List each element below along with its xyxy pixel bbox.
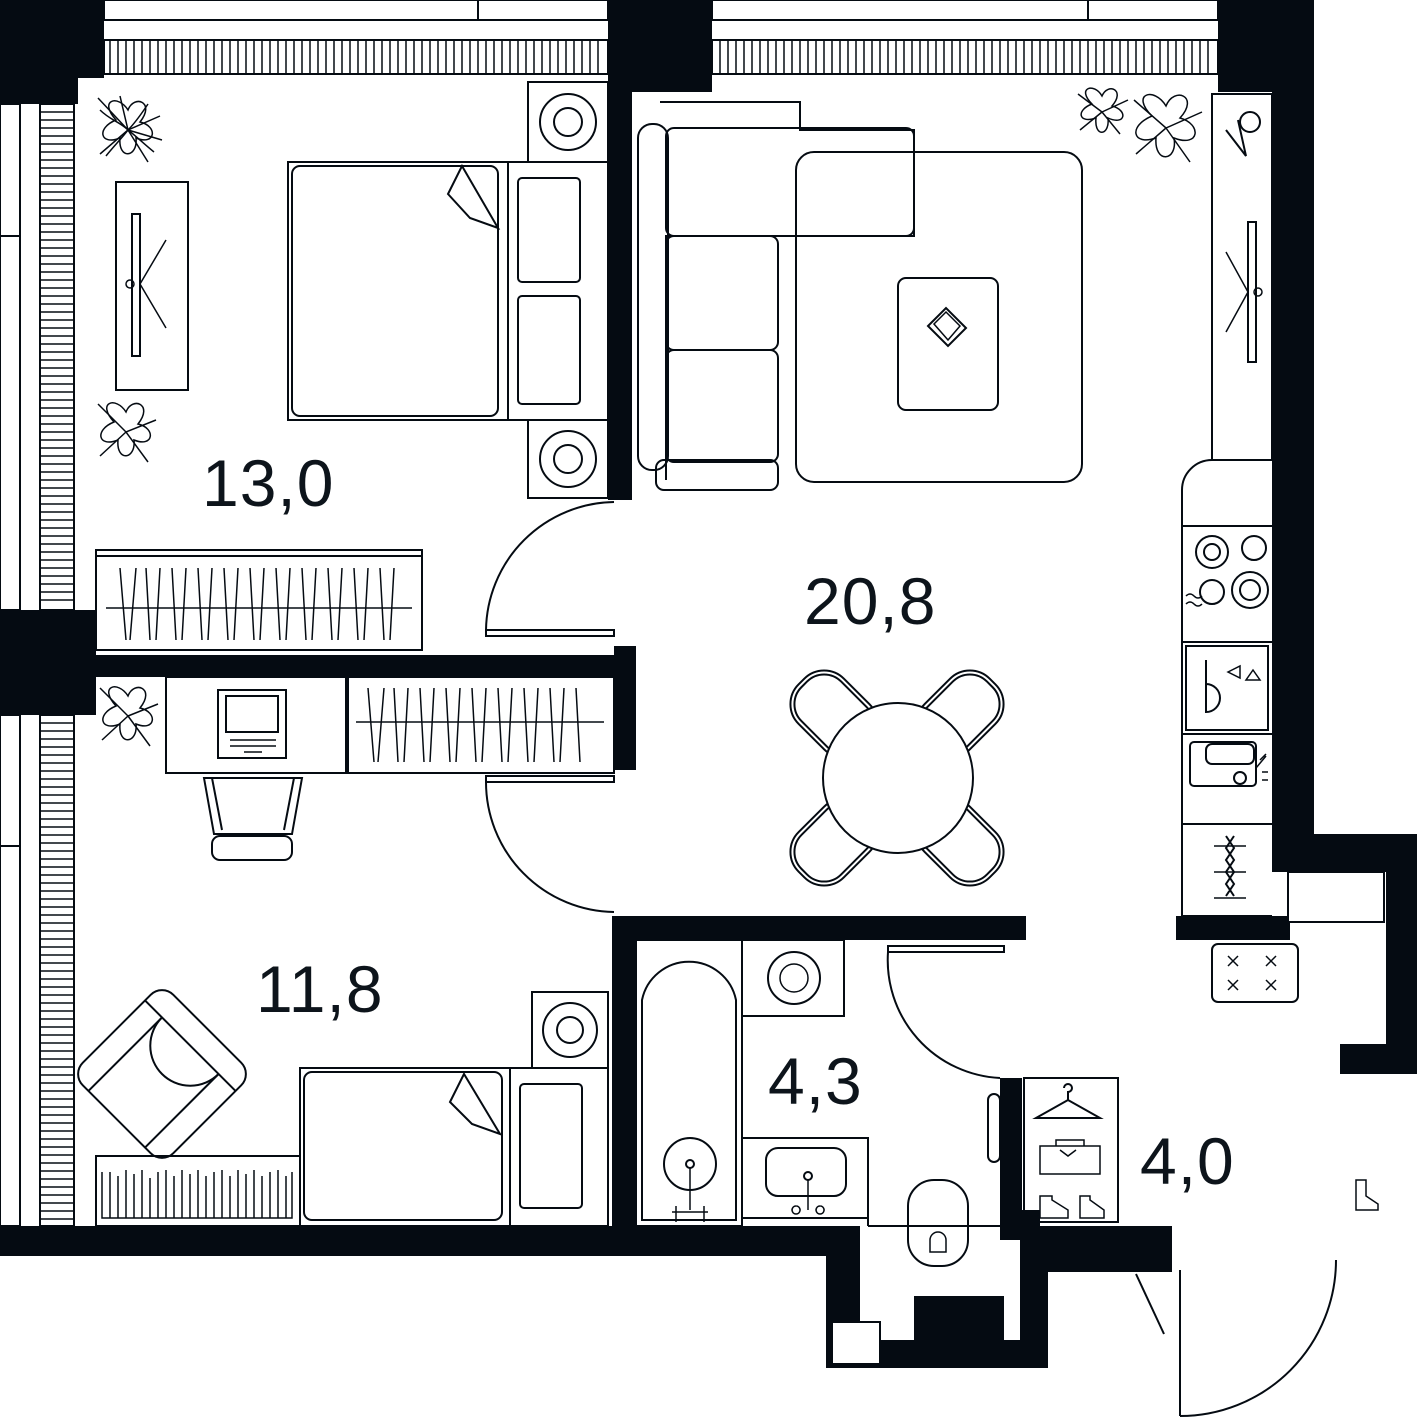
area-labels: 13,0 20,8 11,8 4,3 4,0 [202,446,1235,1198]
windows [0,0,1219,1227]
child-room-furniture [77,676,615,1227]
room-area-bedroom: 13,0 [202,446,334,520]
kitchen-unit [1181,459,1299,1003]
room-area-living-kitchen: 20,8 [804,564,936,638]
plant-icon [1133,93,1203,163]
wardrobe-fixtures [1023,1077,1379,1223]
armchair [77,989,247,1159]
ventilation-shaft [831,1321,881,1365]
bedroom-furniture [95,81,609,651]
room-area-bathroom: 4,3 [768,1044,863,1118]
room-area-wardrobe: 4,0 [1140,1124,1235,1198]
cooktop-icon [1185,535,1269,609]
plant-icon [97,95,163,163]
room-area-child-room: 11,8 [256,952,384,1026]
walls [0,0,1417,1368]
doors [485,501,1337,1417]
ventilation-shaft [1287,871,1385,923]
plant-icon [1077,87,1129,135]
plant-icon [97,402,157,463]
balcony-railing [109,40,599,74]
bathroom-fixtures [635,939,1001,1267]
plant-icon [99,686,159,747]
living-room-furniture [637,87,1273,887]
